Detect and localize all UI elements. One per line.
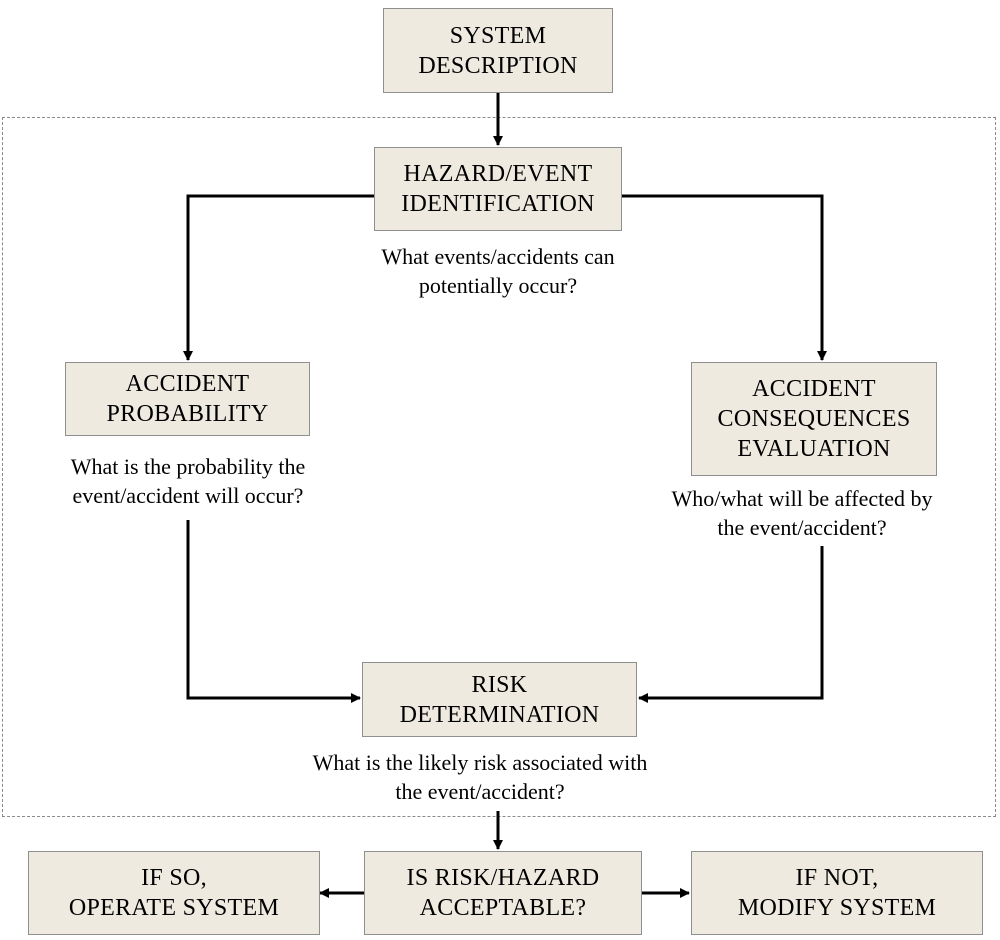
hazard-question: What events/accidents can potentially oc… — [381, 244, 615, 298]
risk-determination-box: RISK DETERMINATION — [362, 662, 637, 737]
risk-question: What is the likely risk associated with … — [312, 750, 648, 804]
arrow-hazard-to-probability — [183, 194, 374, 361]
probability-question: What is the probability the event/accide… — [70, 454, 306, 508]
modify-system-box: IF NOT, MODIFY SYSTEM — [691, 851, 983, 935]
risk-acceptable-box: IS RISK/HAZARD ACCEPTABLE? — [364, 851, 642, 935]
accident-consequences-box: ACCIDENT CONSEQUENCES EVALUATION — [691, 362, 937, 476]
accident-probability-box: ACCIDENT PROBABILITY — [65, 362, 310, 436]
consequences-question: Who/what will be affected by the event/a… — [671, 486, 933, 540]
hazard-identification-box: HAZARD/EVENT IDENTIFICATION — [374, 147, 622, 231]
operate-system-box: IF SO, OPERATE SYSTEM — [28, 851, 320, 935]
system-description-box: SYSTEM DESCRIPTION — [383, 8, 613, 93]
arrow-hazard-to-consequences — [622, 194, 827, 361]
arrow-consequences-to-risk — [638, 546, 824, 703]
arrow-probability-to-risk — [186, 520, 361, 703]
